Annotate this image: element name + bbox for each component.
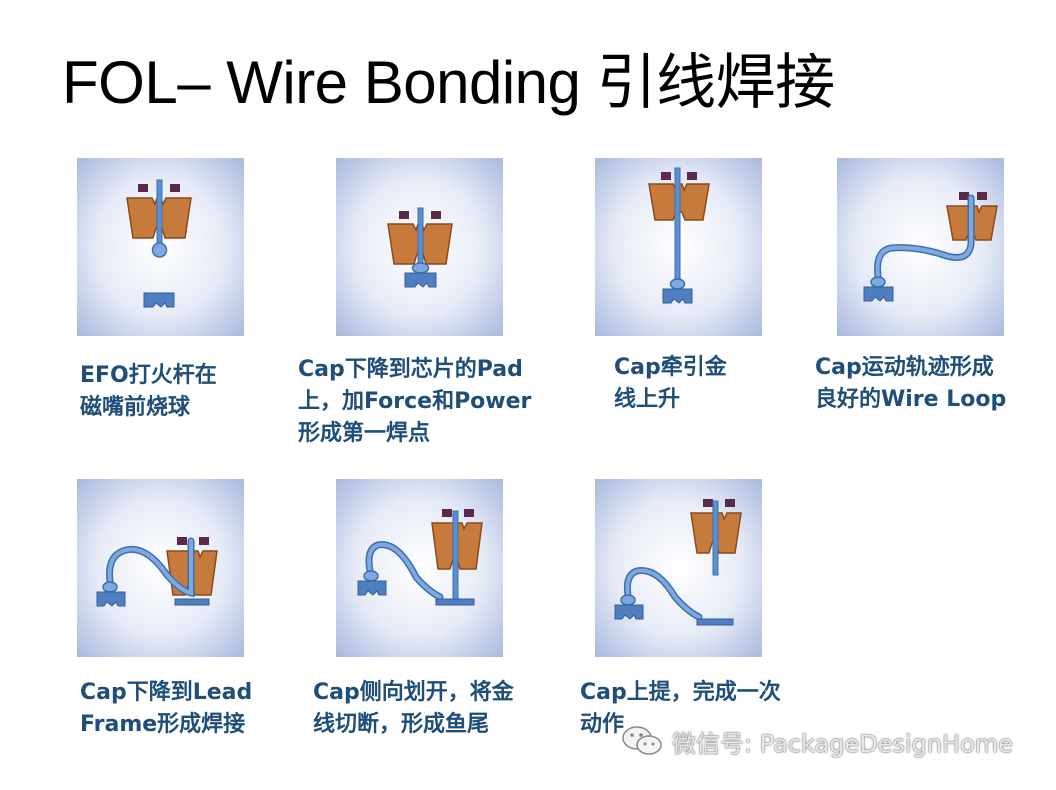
step-6-caption: Cap侧向划开，将金线切断，形成鱼尾	[313, 680, 514, 737]
step-3-caption: Cap牵引金线上升	[614, 355, 727, 412]
step-7-caption: Cap上提，完成一次动作	[580, 680, 781, 737]
step-1-caption: EFO打火杆在磁嘴前烧球	[80, 363, 217, 420]
step-5-illustration	[77, 479, 244, 657]
wechat-icon	[622, 726, 662, 755]
step-6-illustration	[336, 479, 503, 657]
watermark: 微信号: PackageDesignHome	[620, 724, 1013, 758]
step-1-illustration	[77, 158, 244, 336]
step-2-illustration	[336, 158, 503, 336]
watermark-text: 微信号: PackageDesignHome	[672, 729, 1013, 758]
step-7-illustration	[595, 479, 762, 657]
slide-title: FOL– Wire Bonding 引线焊接	[62, 49, 835, 116]
step-4-illustration	[837, 158, 1004, 336]
step-3-illustration	[595, 158, 762, 336]
step-4-caption: Cap运动轨迹形成良好的Wire Loop	[815, 355, 1007, 412]
